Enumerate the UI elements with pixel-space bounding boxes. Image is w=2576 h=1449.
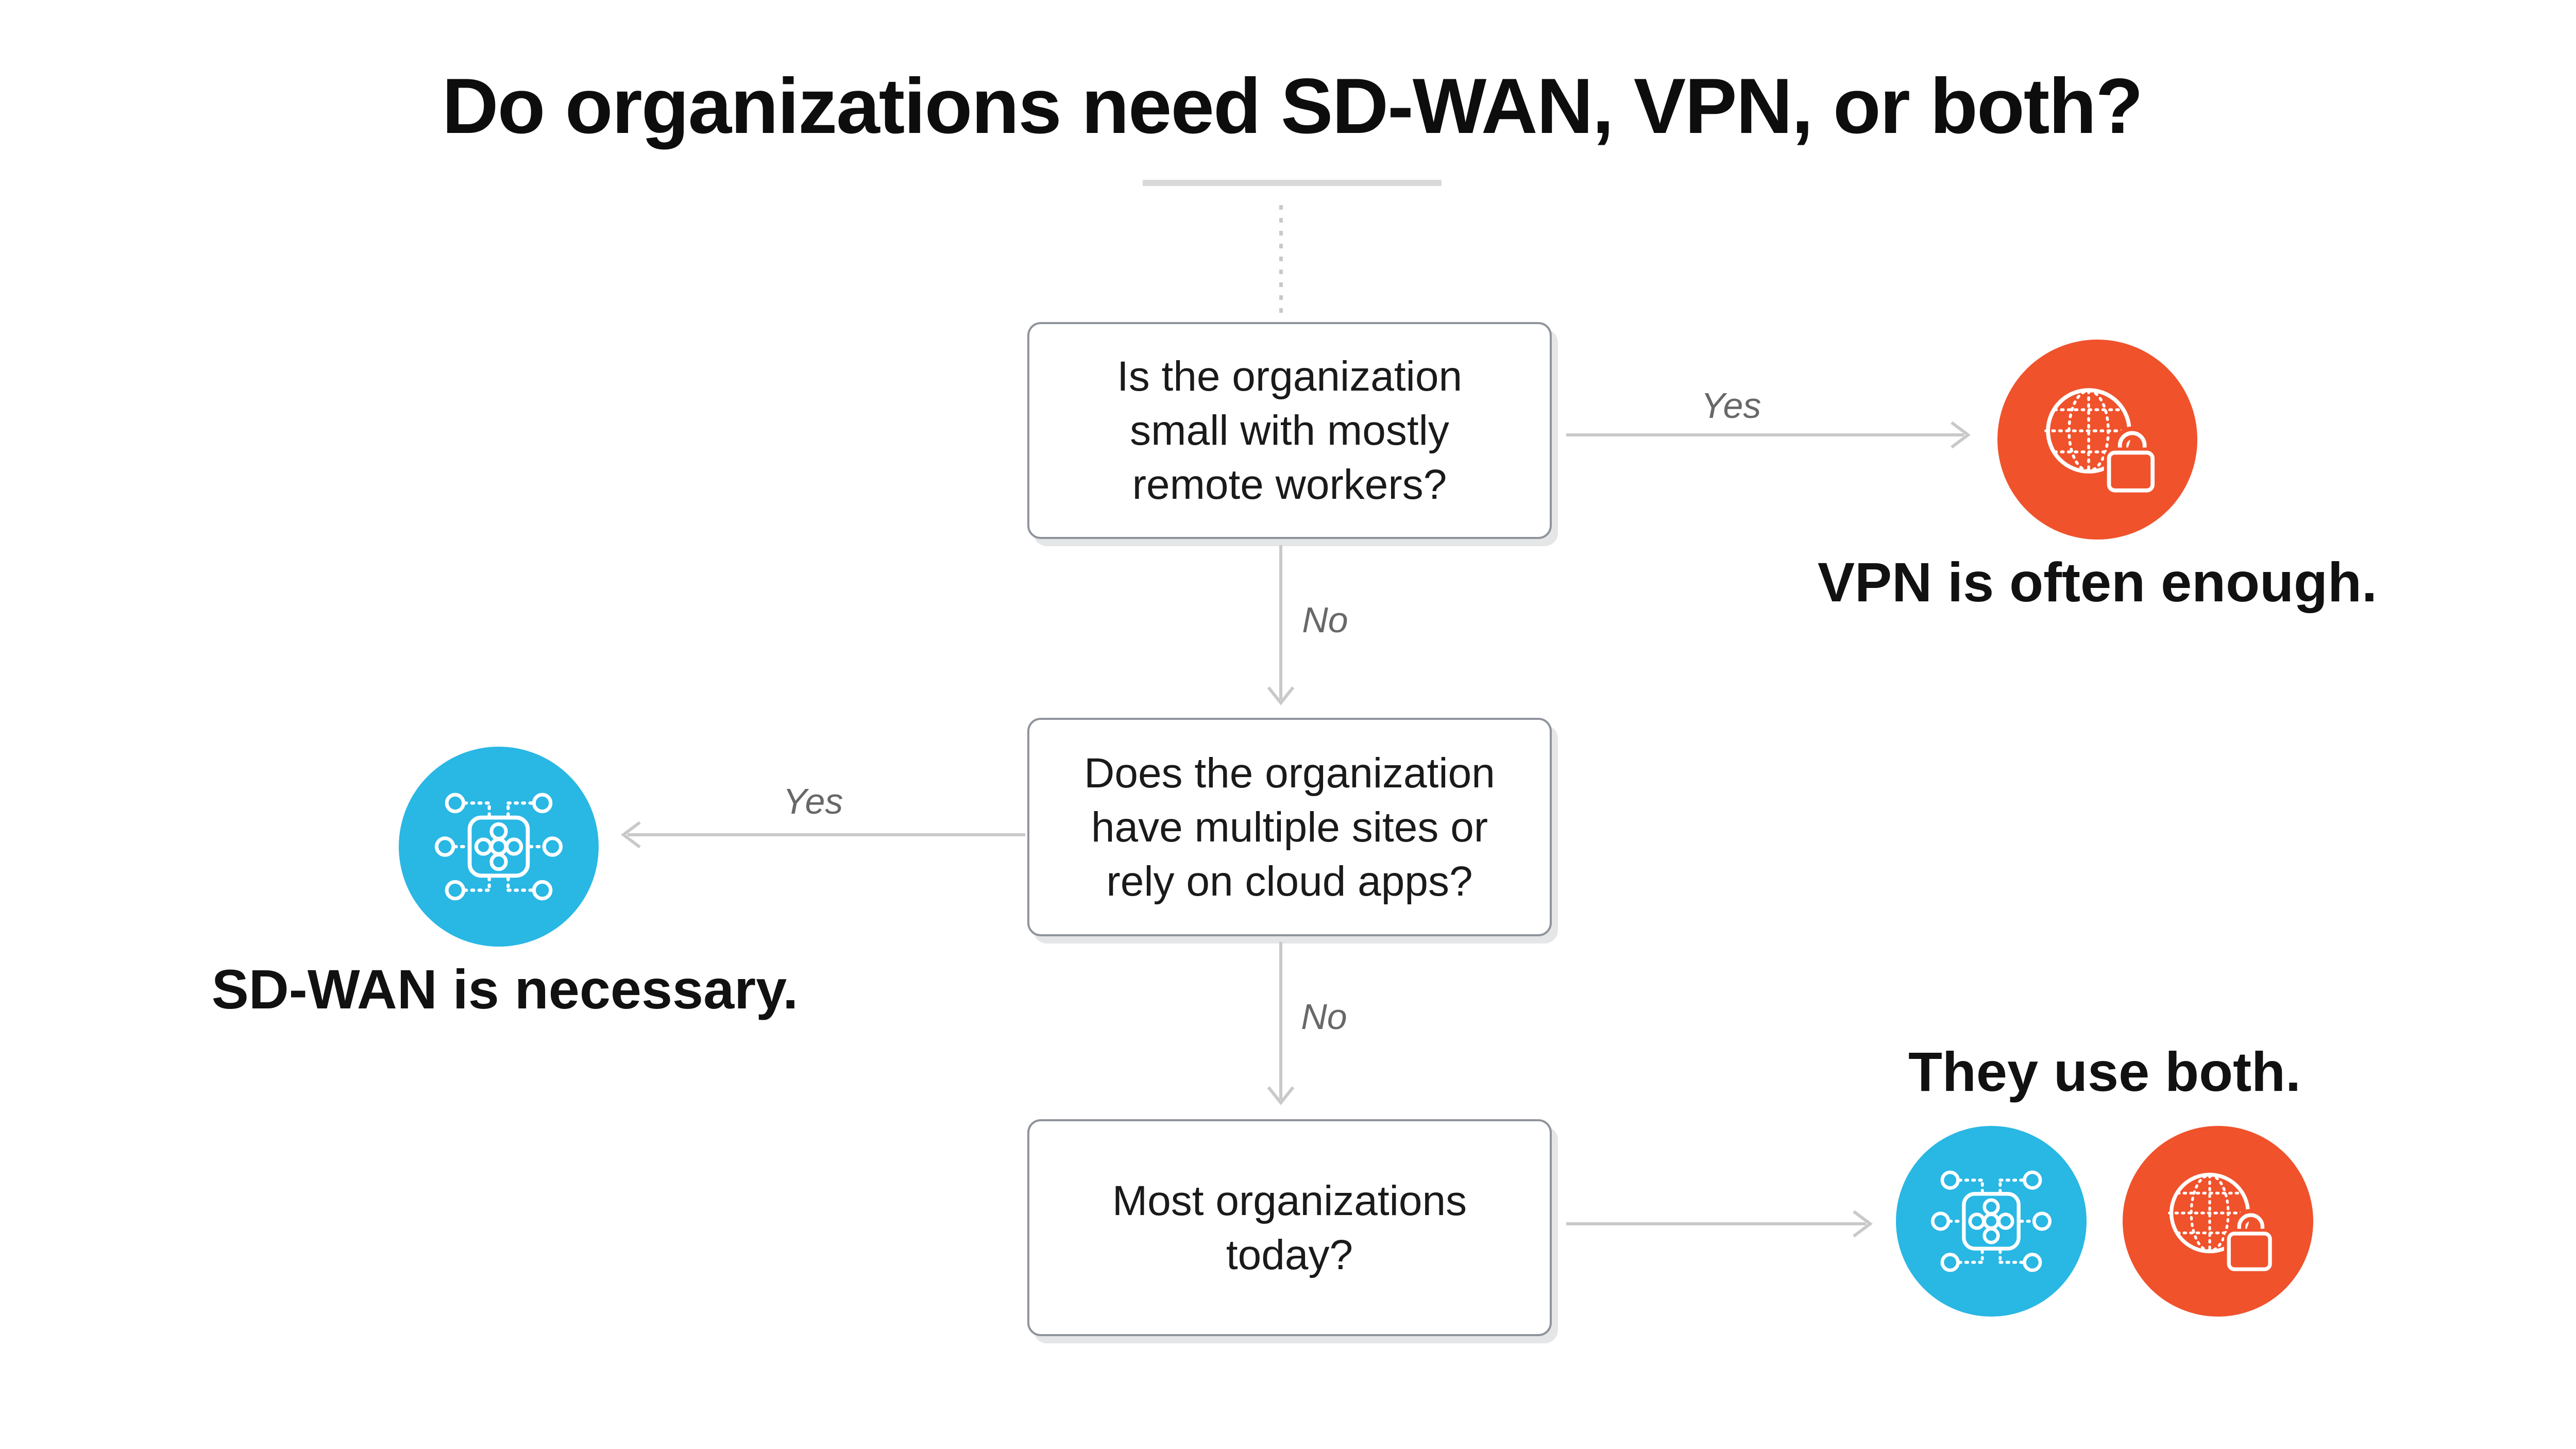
title-divider-bar: [1143, 180, 1442, 186]
question-1-text: Is the organization small with mostly re…: [1116, 353, 1463, 508]
sdwan-result-label: SD-WAN is necessary.: [211, 958, 799, 1020]
edge-label-q2-yes: Yes: [783, 781, 843, 821]
edge-label-q2-no: No: [1301, 997, 1347, 1037]
edge-label-q1-yes: Yes: [1701, 385, 1761, 426]
network-nodes-icon: [1930, 1170, 2052, 1272]
question-3-text: Most organizations today?: [1112, 1177, 1467, 1278]
question-box-1: Is the organization small with mostly re…: [1027, 322, 1552, 539]
both-result-label: They use both.: [1908, 1040, 2301, 1103]
sdwan-result-circle: [399, 747, 599, 947]
yes-arrow-left-icon: [621, 821, 1025, 849]
globe-lock-icon: [2044, 388, 2158, 496]
network-nodes-icon: [434, 793, 563, 901]
yes-arrow-right-icon: [1566, 421, 1971, 449]
no-arrow-down-icon: [1267, 942, 1295, 1105]
globe-lock-icon: [2167, 1172, 2275, 1274]
both-sdwan-circle: [1896, 1126, 2087, 1317]
edge-label-q1-no: No: [1302, 600, 1348, 640]
dashed-connector-line: [1279, 205, 1283, 319]
question-box-2: Does the organization have multiple site…: [1027, 718, 1552, 936]
question-2-text: Does the organization have multiple site…: [1084, 749, 1495, 905]
page-title: Do organizations need SD-WAN, VPN, or bo…: [442, 62, 2143, 150]
vpn-result-label: VPN is often enough.: [1817, 551, 2378, 613]
both-vpn-circle: [2123, 1126, 2313, 1317]
arrow-right-icon: [1566, 1210, 1873, 1238]
question-box-3: Most organizations today?: [1027, 1119, 1552, 1336]
vpn-result-circle: [1997, 340, 2197, 540]
no-arrow-down-icon: [1267, 545, 1295, 705]
